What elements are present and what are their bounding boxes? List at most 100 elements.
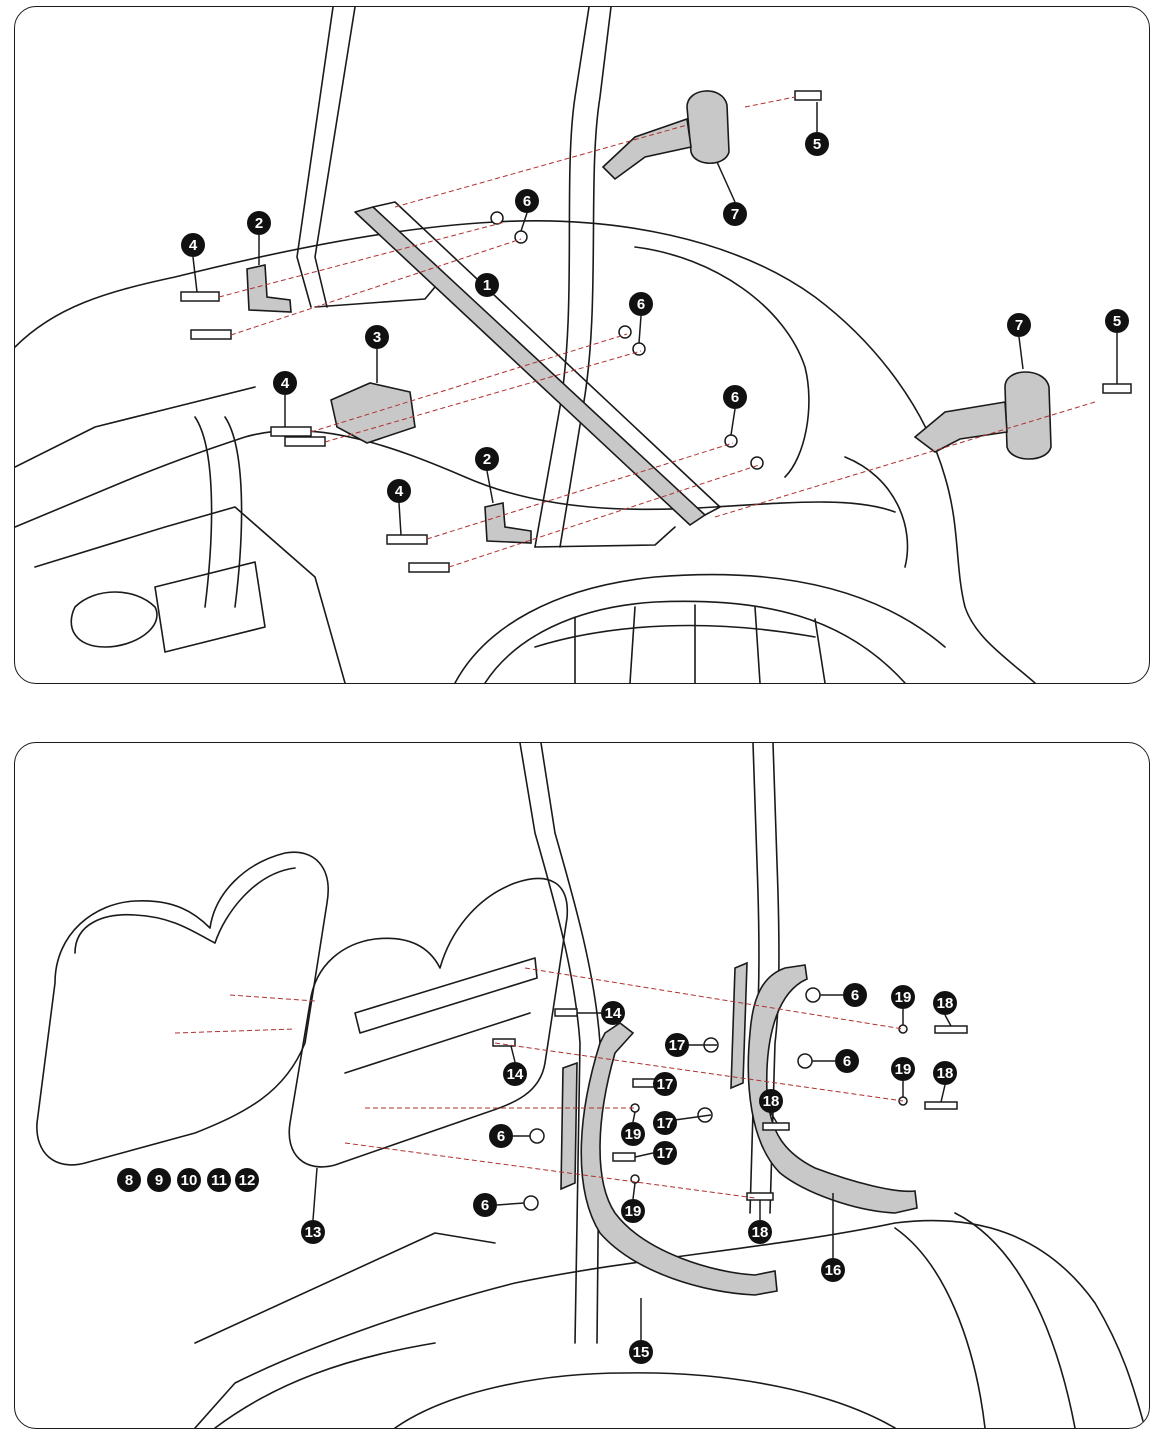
callout-leader [496,1202,525,1206]
callout-leader [486,470,494,504]
callout-leader [730,408,736,436]
callout-badge-d16 [821,1258,845,1282]
callout-badge-d18d [748,1220,772,1244]
seat-back-panel-part-13 [288,877,569,1168]
callout-badge-d18b [933,1061,957,1085]
callout-number-d8: 8 [125,1172,133,1189]
bolt-part-18-a [934,1025,968,1034]
callout-number-d13: 13 [305,1224,322,1241]
callout-badge-d8 [117,1168,141,1192]
bolt-part-17-d [697,1107,713,1123]
seat-back-cushion-parts-8-12 [36,851,329,1166]
callout-leader [520,212,528,232]
nut-part-6-a [490,211,504,225]
callout-leader [312,1167,318,1221]
callout-number-d16: 16 [825,1262,842,1279]
callout-badge-d17c [653,1111,677,1135]
nut-part-6-e [797,1053,813,1069]
callout-badge-d14a [601,1001,625,1025]
callout-number-c2a: 2 [255,215,263,232]
callout-badge-d6b [835,1049,859,1073]
bolt-part-5-a [794,90,822,101]
callout-leader [632,1111,636,1123]
callout-badge-d9 [147,1168,171,1192]
callout-number-c6b: 6 [637,296,645,313]
callout-number-c7a: 7 [731,206,739,223]
callout-number-c7b: 7 [1015,317,1023,334]
cross-bar-part-1 [354,206,706,526]
callout-number-d11: 11 [211,1172,227,1189]
callout-badge-d17a [653,1072,677,1096]
callout-badge-d19c [621,1122,645,1146]
bolt-part-4-c [386,534,428,545]
callout-badge-d19b [891,1057,915,1081]
callout-number-d17d: 17 [657,1145,674,1162]
bolt-part-18-d [746,1192,774,1201]
callout-badge-c4b [273,371,297,395]
callout-number-d6b: 6 [843,1053,851,1070]
bracket-part-16 [747,964,918,1214]
nut-part-6-g [523,1195,539,1211]
leader-line [218,96,1096,568]
callout-leader [510,1045,516,1063]
callout-leader [716,161,736,203]
callout-number-d19b: 19 [895,1061,912,1078]
callout-leader [638,315,642,344]
callout-badge-d18a [933,991,957,1015]
callout-leader [634,1152,654,1158]
retractor-part-7-upper [686,90,730,165]
callout-badge-d6d [473,1193,497,1217]
callout-leader [398,502,402,536]
cart-body-lower [194,1219,1146,1428]
callout-badge-c4a [181,233,205,257]
callout-badge-d19a [891,985,915,1009]
callout-number-d18d: 18 [752,1224,769,1241]
rear-fender-curve [454,573,946,683]
callout-number-d17a: 17 [657,1076,674,1093]
callout-number-d12: 12 [239,1172,256,1189]
callout-leader [192,256,198,293]
callout-number-d14b: 14 [507,1066,524,1083]
bracket-part-15 [580,1022,778,1296]
bolt-part-17-b [612,1152,636,1162]
callout-badge-d6c [489,1124,513,1148]
rear-tub-right [634,246,810,478]
callout-leader [632,1182,636,1200]
callout-number-c2b: 2 [483,451,491,468]
callout-badge-c5a [805,132,829,156]
callout-number-d19d: 19 [625,1203,642,1220]
stud-part-14-a [554,1008,578,1017]
callout-badge-d10 [177,1168,201,1192]
nut-part-6-b [618,325,632,339]
bolt-part-4-b [270,426,312,437]
callout-leader [770,1112,778,1124]
nut-part-6-f [529,1128,545,1144]
seat-frame-posts [519,743,601,1344]
cart-body-inner [15,429,896,528]
callout-badge-d11 [207,1168,231,1192]
callout-number-c6c: 6 [731,389,739,406]
mount-plate-left [560,1061,578,1191]
callout-badge-c3 [365,325,389,349]
callout-number-c5b: 5 [1113,313,1121,330]
callout-badge-d15 [629,1340,653,1364]
callout-number-d19c: 19 [625,1126,642,1143]
leader-line [174,967,904,1199]
stud-part-14-b [492,1038,516,1047]
callout-number-d19a: 19 [895,989,912,1006]
callout-number-c1: 1 [483,277,491,294]
callout-badge-c2a [247,211,271,235]
callout-badge-c7a [723,202,747,226]
callout-badge-c1 [475,273,499,297]
callout-badge-d18c [759,1089,783,1113]
callout-badge-c7b [1007,313,1031,337]
callout-number-c5a: 5 [813,136,821,153]
bolt-part-17-a [632,1078,656,1088]
callout-badge-c5b [1105,309,1129,333]
bolt-part-18-c [762,1122,790,1131]
bolt-part-18-b [924,1101,958,1110]
callout-number-c3: 3 [373,329,381,346]
callout-leader [1018,336,1024,370]
